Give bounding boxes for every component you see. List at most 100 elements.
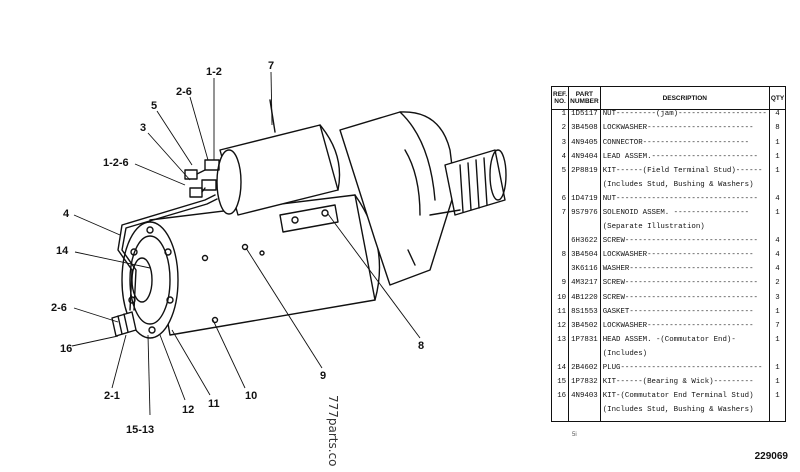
qty-cell: 1: [768, 392, 787, 407]
header-part-number: PART NUMBER: [568, 86, 601, 110]
qty-cell: [768, 406, 787, 421]
description-cell: SCREW------------------------------: [599, 237, 770, 252]
starter-motor-diagram: [71, 71, 507, 416]
part-number-cell: 4B1220: [568, 293, 601, 308]
watermark-text: 777parts.co: [326, 395, 340, 467]
ref-cell: 13: [550, 335, 570, 350]
part-number-cell: 9S7976: [568, 208, 601, 224]
empty-cell: [599, 420, 770, 422]
qty-cell: 1: [768, 152, 787, 167]
callout-4: 4: [63, 208, 70, 220]
table-row: (Includes Stud, Bushing & Washers): [550, 180, 787, 195]
callout-9: 9: [320, 370, 327, 382]
part-number-cell: 4N9404: [568, 152, 601, 167]
description-cell: (Includes Stud, Bushing & Washers): [599, 406, 770, 421]
description-cell: LOCKWASHER------------------------: [599, 321, 770, 336]
ref-cell: 4: [550, 152, 570, 167]
ref-cell: 9: [550, 279, 570, 294]
description-cell: KIT------(Field Terminal Stud)------: [599, 166, 770, 181]
part-number-cell: 3B4502: [568, 321, 601, 336]
callout-12: 12: [182, 404, 195, 416]
ref-cell: [550, 223, 570, 238]
pinion-gear: [444, 149, 506, 216]
header-ref-no: REF. NO.: [550, 86, 570, 110]
qty-cell: 7: [768, 321, 787, 336]
part-number-cell: 1P7832: [568, 378, 601, 393]
ref-cell: [550, 237, 570, 252]
part-number-cell: 6H3622: [568, 237, 601, 252]
qty-cell: 4: [768, 194, 787, 209]
ref-cell: 2: [550, 124, 570, 139]
qty-cell: 4: [768, 109, 787, 125]
parts-list-table: REF. NO. PART NUMBER DESCRIPTION QTY 1 1D…: [550, 86, 787, 422]
callout-10: 10: [245, 390, 258, 402]
qty-cell: 8: [768, 124, 787, 139]
part-number-cell: 3B4508: [568, 124, 601, 139]
qty-cell: 1: [768, 378, 787, 393]
ref-cell: 8: [550, 251, 570, 266]
qty-cell: 1: [768, 307, 787, 322]
callout-14: 14: [56, 245, 69, 257]
part-number-cell: 1P7831: [568, 335, 601, 350]
part-number-cell: [568, 180, 601, 195]
empty-cell: [568, 420, 601, 422]
description-cell: LEAD ASSEM.------------------------: [599, 152, 770, 167]
callout-15-13: 15-13: [126, 424, 155, 436]
small-mark: 5i: [572, 432, 577, 438]
description-cell: PLUG--------------------------------: [599, 364, 770, 379]
qty-cell: 1: [768, 208, 787, 224]
description-cell: SOLENOID ASSEM. -----------------: [599, 208, 770, 224]
callout-8: 8: [418, 340, 425, 352]
ref-cell: 5: [550, 166, 570, 181]
qty-cell: 4: [768, 251, 787, 266]
ref-cell: [550, 180, 570, 195]
description-cell: LOCKWASHER------------------------: [599, 124, 770, 139]
description-cell: SCREW------------------------------: [599, 293, 770, 308]
part-number-cell: 8S1553: [568, 307, 601, 322]
figure-number: 229069: [754, 451, 788, 462]
qty-cell: 1: [768, 138, 787, 153]
description-cell: WASHER----------------------------: [599, 265, 770, 280]
table-row: (Includes Stud, Bushing & Washers): [550, 406, 787, 421]
qty-cell: 1: [768, 335, 787, 350]
qty-cell: 4: [768, 237, 787, 252]
lead-assembly: [117, 194, 216, 311]
ref-cell: [550, 265, 570, 280]
ref-cell: [550, 349, 570, 365]
description-cell: NUT---------(jam)--------------------: [599, 109, 770, 125]
part-number-cell: 2P8819: [568, 166, 601, 181]
callout-2-6-top: 2-6: [176, 86, 192, 98]
description-cell: LOCKWASHER------------------------: [599, 251, 770, 266]
ref-cell: 3: [550, 138, 570, 153]
empty-cell: [768, 420, 787, 422]
description-cell: (Includes Stud, Bushing & Washers): [599, 180, 770, 195]
description-cell: (Includes): [599, 349, 770, 365]
description-cell: GASKET----------------------------: [599, 307, 770, 322]
ref-cell: 12: [550, 321, 570, 336]
commutator-end-head: [121, 221, 179, 339]
part-number-cell: 1D5117: [568, 109, 601, 125]
description-cell: (Separate Illustration): [599, 223, 770, 238]
description-cell: CONNECTOR------------------------: [599, 138, 770, 153]
description-cell: KIT-(Commutator End Terminal Stud): [599, 392, 770, 407]
table-header-row: REF. NO. PART NUMBER DESCRIPTION QTY: [550, 86, 787, 110]
header-qty: QTY: [768, 86, 787, 110]
part-number-cell: 2B4602: [568, 364, 601, 379]
part-number-cell: 4N9403: [568, 392, 601, 407]
